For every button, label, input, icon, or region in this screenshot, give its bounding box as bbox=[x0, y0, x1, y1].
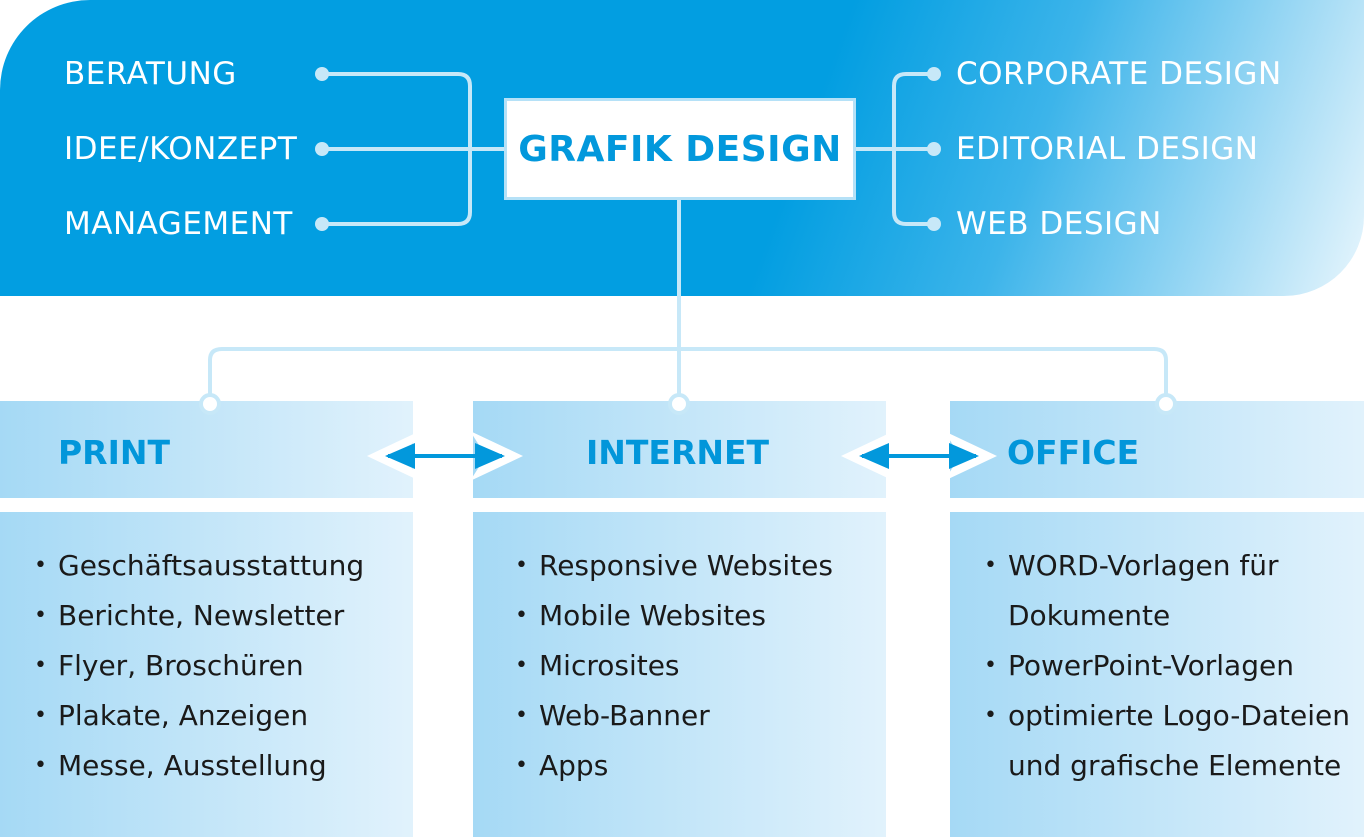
column-internet-header bbox=[473, 401, 886, 498]
arrow-print-internet bbox=[367, 431, 523, 481]
office-connector-dot bbox=[1155, 393, 1177, 415]
center-label: GRAFIK DESIGN bbox=[518, 128, 842, 170]
right-item-editorial-design: EDITORIAL DESIGN bbox=[956, 131, 1259, 167]
list-item: Mobile Websites bbox=[515, 591, 875, 641]
right-dot-1 bbox=[927, 67, 941, 81]
center-box: GRAFIK DESIGN bbox=[504, 98, 856, 200]
list-item: optimierte Logo-Dateien und grafische El… bbox=[984, 691, 1356, 791]
list-item: Microsites bbox=[515, 641, 875, 691]
left-item-management: MANAGEMENT bbox=[64, 206, 293, 242]
right-item-web-design: WEB DESIGN bbox=[956, 206, 1162, 242]
list-item: Messe, Ausstellung bbox=[34, 741, 404, 791]
column-print-list: Geschäftsausstattung Berichte, Newslette… bbox=[34, 541, 404, 791]
column-office-header bbox=[950, 401, 1364, 498]
internet-connector-dot bbox=[668, 393, 690, 415]
left-dot-1 bbox=[315, 67, 329, 81]
list-item: Berichte, Newsletter bbox=[34, 591, 404, 641]
distribution-line bbox=[208, 347, 1168, 406]
left-dot-2 bbox=[315, 142, 329, 156]
arrow-internet-office bbox=[841, 431, 997, 481]
column-office-title: OFFICE bbox=[1007, 433, 1140, 472]
right-dot-2 bbox=[927, 142, 941, 156]
column-office-list: WORD-Vorlagen für Dokumente PowerPoint-V… bbox=[984, 541, 1356, 791]
list-item: Responsive Websites bbox=[515, 541, 875, 591]
list-item: PowerPoint-Vorlagen bbox=[984, 641, 1356, 691]
print-connector-dot bbox=[199, 393, 221, 415]
list-item: Web-Banner bbox=[515, 691, 875, 741]
list-item: Apps bbox=[515, 741, 875, 791]
list-item: Plakate, Anzeigen bbox=[34, 691, 404, 741]
list-item: Geschäftsausstattung bbox=[34, 541, 404, 591]
column-internet-list: Responsive Websites Mobile Websites Micr… bbox=[515, 541, 875, 791]
left-item-beratung: BERATUNG bbox=[64, 56, 237, 92]
right-item-corporate-design: CORPORATE DESIGN bbox=[956, 56, 1282, 92]
left-item-idee-konzept: IDEE/KONZEPT bbox=[64, 131, 298, 167]
column-internet-title: INTERNET bbox=[586, 433, 770, 472]
column-print-header bbox=[0, 401, 413, 498]
right-dot-3 bbox=[927, 217, 941, 231]
column-print-title: PRINT bbox=[58, 433, 171, 472]
list-item: Flyer, Broschüren bbox=[34, 641, 404, 691]
list-item: WORD-Vorlagen für Dokumente bbox=[984, 541, 1356, 641]
left-dot-3 bbox=[315, 217, 329, 231]
